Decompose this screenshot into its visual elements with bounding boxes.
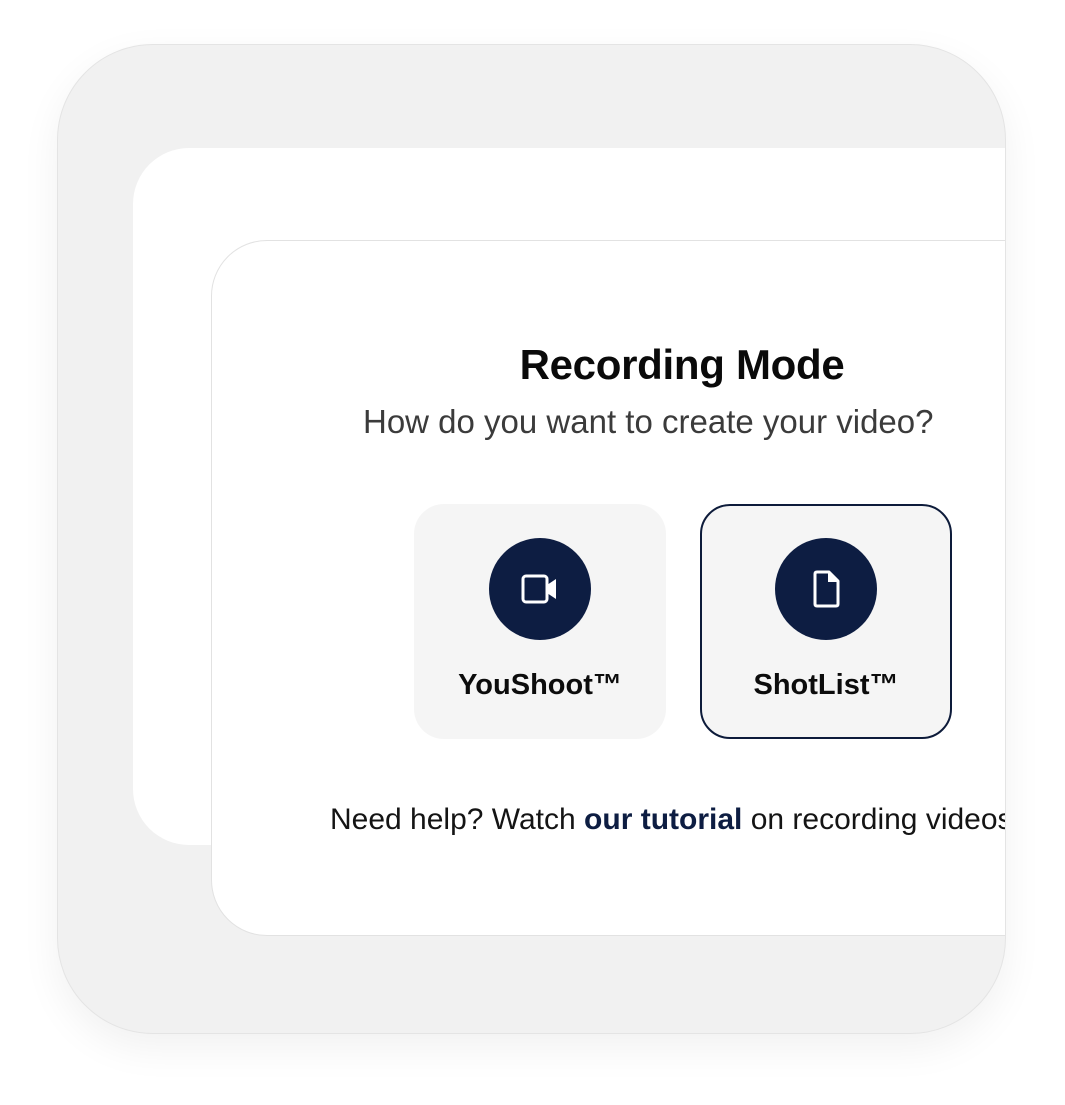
youshoot-label: YouShoot™ [458, 669, 622, 701]
help-text: Need help? Watch our tutorial on recordi… [330, 803, 1006, 837]
device-frame: Recording Mode How do you want to create… [57, 44, 1006, 1034]
help-suffix: on recording videos. [742, 803, 1006, 836]
youshoot-icon-circle [489, 538, 591, 640]
dialog-subtitle: How do you want to create your video? [363, 403, 934, 440]
dialog-title: Recording Mode [519, 341, 845, 388]
tutorial-link[interactable]: our tutorial [584, 803, 743, 836]
help-prefix: Need help? Watch [330, 803, 585, 836]
youshoot-option-card[interactable]: YouShoot™ [414, 504, 666, 739]
document-icon [813, 570, 840, 608]
shotlist-option-card[interactable]: ShotList™ [700, 504, 952, 739]
recording-mode-dialog: Recording Mode How do you want to create… [211, 240, 1006, 936]
shotlist-label: ShotList™ [753, 669, 899, 701]
shotlist-icon-circle [775, 538, 877, 640]
video-camera-icon [521, 574, 556, 604]
